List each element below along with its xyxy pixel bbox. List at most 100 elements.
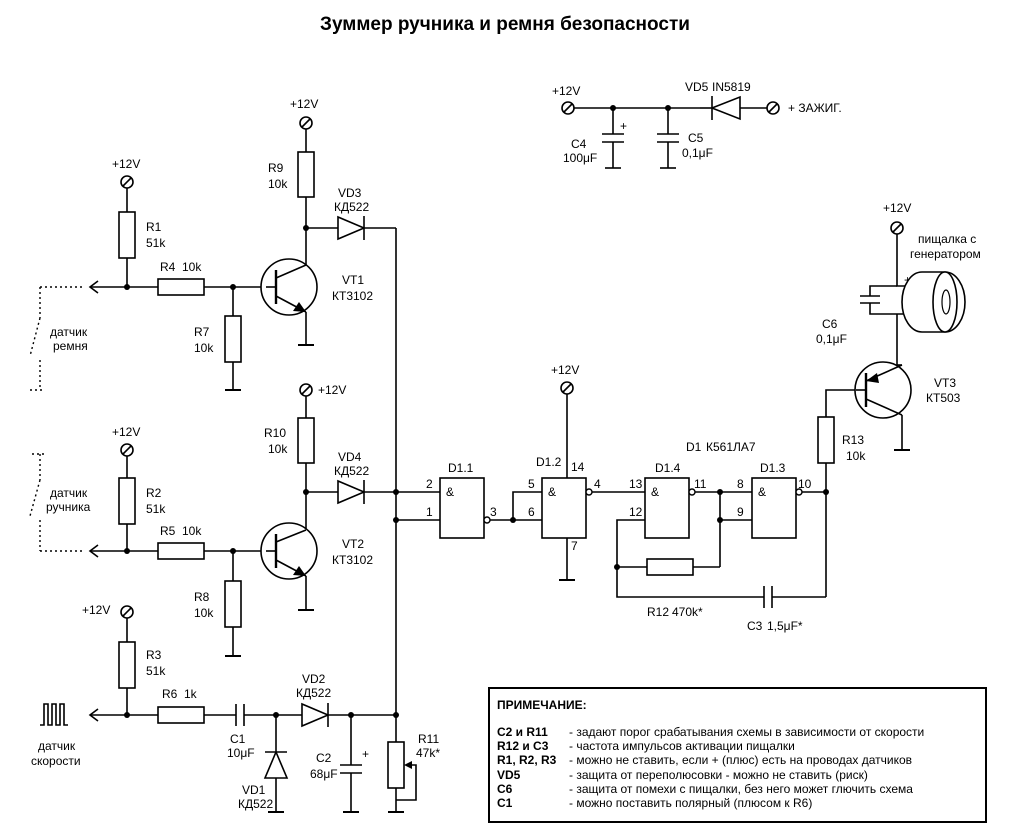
d1-2-pin6: 6 [528, 505, 535, 519]
capacitor-c3 [763, 586, 773, 608]
resistor-r13 [817, 416, 835, 464]
potentiometer-r11 [387, 741, 405, 789]
note-row-text: - защита от помехи с пищалки, без него м… [569, 782, 913, 796]
gate-d1-4 [644, 477, 690, 539]
note-row-text: - частота импульсов активации пищалки [569, 739, 795, 753]
buzzer-supply-label: +12V [883, 201, 911, 215]
c2-value: 68μF [310, 767, 338, 781]
note-row-text: - можно не ставить, если + (плюс) есть н… [569, 753, 912, 767]
resistor-r10 [297, 417, 315, 464]
vt3-value: КТ503 [926, 391, 961, 405]
power-section: +12V VD5 IN5819 + ЗАЖИГ. + C4 100μF [552, 80, 842, 169]
note-row: R12 и C3 - частота импульсов активации п… [497, 739, 795, 753]
note-heading: ПРИМЕЧАНИЕ: [497, 698, 587, 712]
supply-label: +12V [552, 84, 580, 98]
d1-3-label: D1.3 [760, 461, 786, 475]
note-row-text: - можно поставить полярный (плюсом к R6) [569, 796, 812, 810]
d1-2-pin4: 4 [594, 477, 601, 491]
note-row: VD5 - защита от переполюсовки - можно не… [497, 768, 868, 782]
d1-1-pin1: 1 [426, 505, 433, 519]
diode-vd1 [263, 749, 289, 779]
vt3-name: VT3 [934, 376, 956, 390]
diagram-title: Зуммер ручника и ремня безопасности [320, 14, 690, 35]
d1-1-label: D1.1 [448, 461, 474, 475]
c2-name: C2 [316, 751, 332, 765]
resistor-r8 [224, 580, 242, 628]
note-row: C2 и R11 - задают порог срабатывания схе… [497, 725, 924, 739]
r7-name: R7 [194, 325, 210, 339]
gate-d1-3 [751, 477, 797, 539]
note-box: ПРИМЕЧАНИЕ: C2 и R11 - задают порог сраб… [488, 687, 987, 823]
resistor-r12 [646, 558, 694, 576]
d1-4-label: D1.4 [655, 461, 681, 475]
d1-4-pin12: 12 [629, 505, 643, 519]
r10-value: 10k [268, 442, 288, 456]
vd4-name: VD4 [338, 450, 362, 464]
r6-name: R6 [162, 687, 178, 701]
diode-vd5 [700, 95, 767, 121]
r1-name: R1 [146, 220, 162, 234]
c5-value: 0,1μF [682, 146, 713, 160]
r4-value: 10k [182, 260, 202, 274]
d1-3-pin9: 9 [737, 505, 744, 519]
r1-supply-label: +12V [112, 157, 140, 171]
d1-2-symbol: & [548, 485, 556, 499]
r6-value: 1k [184, 687, 198, 701]
d1-3-symbol: & [758, 485, 766, 499]
d1-4-symbol: & [651, 485, 659, 499]
ignition-label: + ЗАЖИГ. [788, 101, 842, 115]
vt1-name: VT1 [342, 273, 364, 287]
c4-plus: + [620, 119, 627, 133]
d1-3-pin8: 8 [737, 477, 744, 491]
handbrake-stage: +12V R10 10k VD4 КД522 +12V R2 51k R5 10… [29, 383, 396, 657]
r13-value: 10k [846, 449, 866, 463]
d1-1-pin2: 2 [426, 477, 433, 491]
output-section: R13 10k VT3 КТ503 +12V C6 0,1μF [816, 201, 981, 492]
belt-sensor-line2: ремня [53, 339, 88, 353]
r3-value: 51k [146, 664, 166, 678]
transistor-vt1 [260, 258, 318, 316]
r9-supply-label: +12V [290, 97, 318, 111]
belt-sensor-line1: датчик [50, 325, 88, 339]
note-row: R1, R2, R3 - можно не ставить, если + (п… [497, 753, 912, 767]
note-row-key: C2 и R11 [497, 725, 548, 739]
belt-stage: +12V R9 10k VD3 КД522 +12V R1 51k R4 10k [29, 97, 396, 391]
diode-vd2 [301, 702, 331, 728]
vd3-name: VD3 [338, 186, 362, 200]
r2-supply-label: +12V [112, 425, 140, 439]
vd5-value: IN5819 [712, 80, 751, 94]
c3-value: 1,5μF* [767, 619, 803, 633]
vt2-value: КТ3102 [332, 553, 373, 567]
note-row-text: - защита от переполюсовки - можно не ста… [569, 768, 868, 782]
resistor-r6 [157, 706, 205, 724]
note-row: C6 - защита от помехи с пищалки, без нег… [497, 782, 913, 796]
resistor-r1 [118, 211, 136, 259]
diode-vd3 [337, 215, 367, 241]
c3-name: C3 [747, 619, 763, 633]
vd4-value: КД522 [334, 464, 369, 478]
resistor-r2 [118, 477, 136, 525]
transistor-vt3 [854, 361, 912, 419]
handbrake-sensor-line2: ручника [46, 500, 91, 514]
capacitor-c5 [657, 108, 679, 169]
d1-name: D1 [686, 440, 702, 454]
c2-plus: + [362, 747, 369, 761]
buzzer-label-line2: генератором [910, 247, 981, 261]
diode-vd4 [337, 479, 367, 505]
c1-value: 10μF [227, 746, 255, 760]
vd3-value: КД522 [334, 200, 369, 214]
r2-value: 51k [146, 502, 166, 516]
vt1-value: КТ3102 [332, 289, 373, 303]
note-row-key: R1, R2, R3 [497, 753, 557, 767]
capacitor-c2 [340, 715, 362, 812]
c4-name: C4 [571, 137, 587, 151]
d1-1-symbol: & [446, 485, 454, 499]
vt2-name: VT2 [342, 537, 364, 551]
d1-2-pin7: 7 [571, 539, 578, 553]
capacitor-c4 [602, 108, 624, 169]
vd2-value: КД522 [296, 686, 331, 700]
note-row-key: R12 и C3 [497, 739, 549, 753]
speed-sensor-line1: датчик [38, 739, 76, 753]
resistor-r5 [157, 542, 205, 560]
vd2-name: VD2 [302, 672, 326, 686]
